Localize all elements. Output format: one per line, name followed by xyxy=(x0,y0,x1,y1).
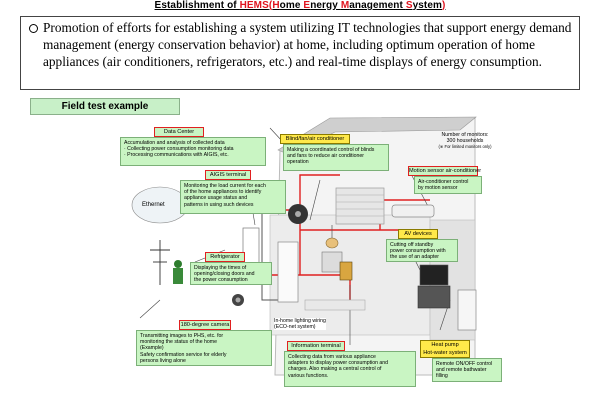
aigis-tag: AIGIS terminal xyxy=(205,170,251,180)
data-center-tag: Data Center xyxy=(154,127,204,137)
ethernet-label: Ethernet xyxy=(142,202,165,208)
info-terminal-line-3: charges. Also making a central control o… xyxy=(288,366,382,373)
field-test-label: Field test example xyxy=(30,98,180,115)
title-cap-m: M xyxy=(340,0,350,11)
title-word-energy: nergy xyxy=(310,0,341,11)
camera-line-2: monitoring the status of the home xyxy=(140,339,217,346)
info-terminal-icon xyxy=(339,261,353,281)
aigis-line-4: patterns in using such devices xyxy=(184,201,254,208)
heat-pump-line-2: and remote bathwater xyxy=(436,367,487,374)
monitors-note-line-2: 300 households xyxy=(446,138,484,145)
refrigerator-tag: Refrigerator xyxy=(205,252,245,262)
inhome-wiring-line-2: (ECO-net system) xyxy=(274,324,316,331)
title-cap-e: E xyxy=(303,0,311,11)
lamp-icon xyxy=(325,225,339,249)
refrigerator-box: Displaying the times of opening/closing … xyxy=(190,262,272,285)
motion-sensor-tag: Motion sensor air-conditioner xyxy=(408,166,482,176)
title-word-system: ystem xyxy=(412,0,443,11)
refrigerator-line-1: Displaying the times of xyxy=(194,265,247,271)
appliance-icon xyxy=(321,251,343,273)
title-close-paren: ) xyxy=(442,0,446,11)
person-icon xyxy=(173,260,183,284)
motion-sensor-line-2: by motion sensor xyxy=(418,185,458,192)
antenna-icon xyxy=(150,240,170,285)
title-word-home: ome xyxy=(279,0,304,11)
motion-sensor-line-1: Air-conditioner control xyxy=(418,179,469,185)
title-cap-h: H xyxy=(272,0,280,11)
info-terminal-line-2: adapters to display power consumption an… xyxy=(288,360,389,367)
monitors-note-footnote: (※ For limited monitors only) xyxy=(438,144,492,150)
intro-text: Promotion of efforts for establishing a … xyxy=(43,20,572,69)
camera-line-3: (Example) xyxy=(140,345,164,352)
inhome-wiring-line-1: In-home lighting wiring xyxy=(274,318,326,324)
heat-pump-tag-line-1: Heat pump xyxy=(431,342,459,348)
title-open-paren: ( xyxy=(268,0,273,11)
title-prefix: Establishment of xyxy=(154,0,240,11)
heat-pump-tag-line-2: Hot-water system xyxy=(423,350,467,356)
data-center-box: Accumulation and analysis of collected d… xyxy=(120,137,266,166)
camera-line-5: persons living alone xyxy=(140,357,186,364)
aigis-line-3: appliance usage status and xyxy=(184,195,248,202)
aigis-line-2: of the home appliances to identify xyxy=(184,189,262,196)
desk-icon xyxy=(304,299,366,311)
camera-line-4: Safety confirmation service for elderly xyxy=(140,351,227,358)
info-terminal-line-1: Collecting data from various appliance xyxy=(288,354,376,360)
data-center-line-1: Accumulation and analysis of collected d… xyxy=(124,140,225,146)
refrigerator-line-3: the power consumption xyxy=(194,277,248,284)
blind-line-1: Making a coordinated control of blinds xyxy=(287,147,375,153)
page-title: Establishment of HEMS(Home Energy Manage… xyxy=(0,0,600,11)
monitors-note: Number of monitors: 300 households (※ Fo… xyxy=(420,132,510,151)
blind-box: Making a coordinated control of blinds a… xyxy=(283,144,389,171)
inhome-wiring-label: In-home lighting wiring (ECO-net system) xyxy=(274,318,326,331)
camera-tag: 180-degree camera xyxy=(179,320,231,330)
blind-line-3: operation xyxy=(287,159,309,166)
av-line-3: the use of an adapter xyxy=(390,254,440,261)
monitors-note-line-1: Number of monitors: xyxy=(441,132,489,138)
heat-pump-tag: Heat pump Hot-water system xyxy=(420,340,470,358)
heat-pump-line-3: filling xyxy=(436,373,448,380)
data-center-line-2: · Collecting power consumption monitorin… xyxy=(124,146,234,153)
heat-pump-line-1: Remote ON/OFF control xyxy=(436,361,493,367)
intro-box: Promotion of efforts for establishing a … xyxy=(20,16,580,90)
av-tag: AV devices xyxy=(398,229,438,239)
title-word-management: anagement xyxy=(349,0,406,11)
av-box: Cutting off standby power consumption wi… xyxy=(386,239,458,262)
tv-icon xyxy=(417,264,451,309)
heat-pump-icon xyxy=(457,289,477,331)
camera-line-1: Transmitting images to PHS, etc. for xyxy=(140,333,224,339)
info-terminal-line-4: various functions. xyxy=(288,372,329,379)
aigis-line-1: Monitoring the load current for each xyxy=(184,183,266,189)
motion-sensor-box: Air-conditioner control by motion sensor xyxy=(414,176,482,194)
info-terminal-box: Collecting data from various appliance a… xyxy=(284,351,416,387)
fan-icon xyxy=(288,204,308,224)
info-terminal-tag: Information terminal xyxy=(287,341,345,351)
blinds-icon xyxy=(335,187,385,225)
title-cap-s: S xyxy=(405,0,413,11)
refrigerator-line-2: opening/closing doors and xyxy=(194,271,255,278)
blind-line-2: and fans to reduce air conditioner xyxy=(287,153,364,160)
av-line-1: Cutting off standby xyxy=(390,242,434,248)
camera-icon xyxy=(232,294,244,306)
circle-bullet-icon xyxy=(29,24,38,33)
cabinet-icon xyxy=(277,241,299,303)
blind-tag: Blind/fan/air conditioner xyxy=(280,134,350,144)
heat-pump-box: Remote ON/OFF control and remote bathwat… xyxy=(432,358,502,382)
camera-box: Transmitting images to PHS, etc. for mon… xyxy=(136,330,272,366)
data-center-line-3: · Processing communications with AIGIS, … xyxy=(124,152,229,159)
aigis-box: Monitoring the load current for each of … xyxy=(180,180,286,214)
av-line-2: power consumption with xyxy=(390,248,446,255)
title-acronym: HEMS xyxy=(239,0,269,11)
air-conditioner-icon xyxy=(391,204,435,218)
